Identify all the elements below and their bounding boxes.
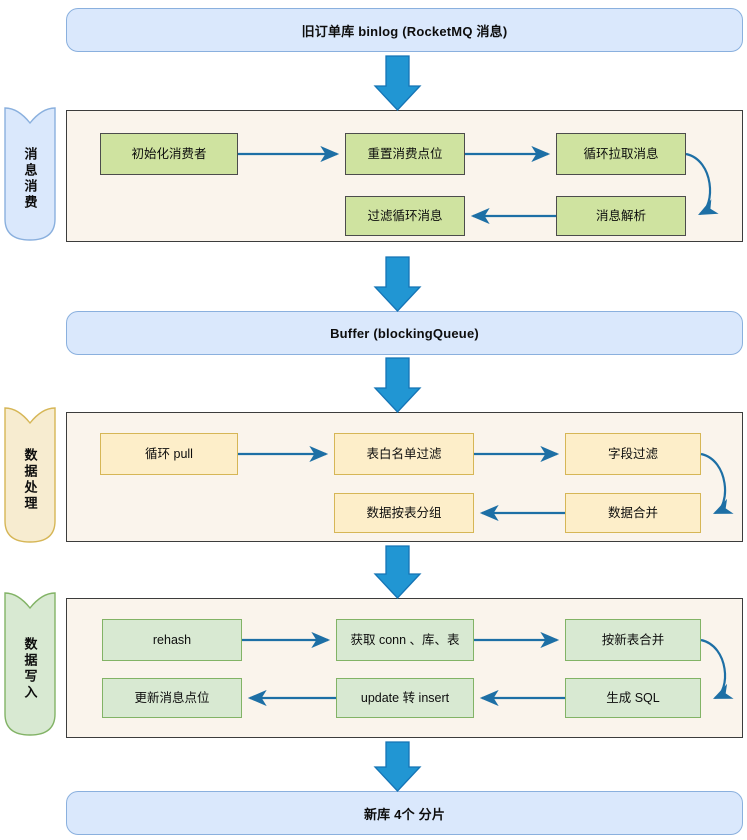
block-arrow-stage1-to-buffer [373,256,422,312]
block-arrow-top-to-stage1 [373,55,422,111]
ribbon-shape-icon [4,407,56,543]
node-data-merge[interactable]: 数据合并 [565,493,701,533]
node-message-parse[interactable]: 消息解析 [556,196,686,236]
ribbon-shape-icon [4,107,56,241]
stage-label-message-consume: 消息消费 [4,107,56,241]
stage-label-data-process: 数据处理 [4,407,56,543]
node-table-whitelist-filter[interactable]: 表白名单过滤 [334,433,474,475]
source-banner: 旧订单库 binlog (RocketMQ 消息) [66,8,743,52]
ribbon-shape-icon [4,592,56,736]
node-update-to-insert[interactable]: update 转 insert [336,678,474,718]
node-update-offset[interactable]: 更新消息点位 [102,678,242,718]
stage-label-data-write: 数据写入 [4,592,56,736]
node-generate-sql[interactable]: 生成 SQL [565,678,701,718]
source-banner-label: 旧订单库 binlog (RocketMQ 消息) [301,23,508,39]
node-loop-pull[interactable]: 循环 pull [100,433,238,475]
stage-label-text: 数据处理 [22,448,38,512]
buffer-banner: Buffer (blockingQueue) [66,311,743,355]
block-arrow-stage3-to-target [373,741,422,792]
node-init-consumer[interactable]: 初始化消费者 [100,133,238,175]
node-field-filter[interactable]: 字段过滤 [565,433,701,475]
node-merge-new-table[interactable]: 按新表合并 [565,619,701,661]
stage-label-text: 数据写入 [22,637,38,701]
buffer-banner-label: Buffer (blockingQueue) [330,325,479,341]
stage-label-text: 消息消费 [22,147,38,211]
block-arrow-buffer-to-stage2 [373,357,422,413]
node-group-by-table[interactable]: 数据按表分组 [334,493,474,533]
node-rehash[interactable]: rehash [102,619,242,661]
target-banner-label: 新库 4个 分片 [363,806,446,822]
target-banner: 新库 4个 分片 [66,791,743,835]
node-filter-loop-message[interactable]: 过滤循环消息 [345,196,465,236]
block-arrow-stage2-to-stage3 [373,545,422,599]
node-reset-offset[interactable]: 重置消费点位 [345,133,465,175]
node-loop-pull-message[interactable]: 循环拉取消息 [556,133,686,175]
node-get-conn-db-table[interactable]: 获取 conn 、库、表 [336,619,474,661]
